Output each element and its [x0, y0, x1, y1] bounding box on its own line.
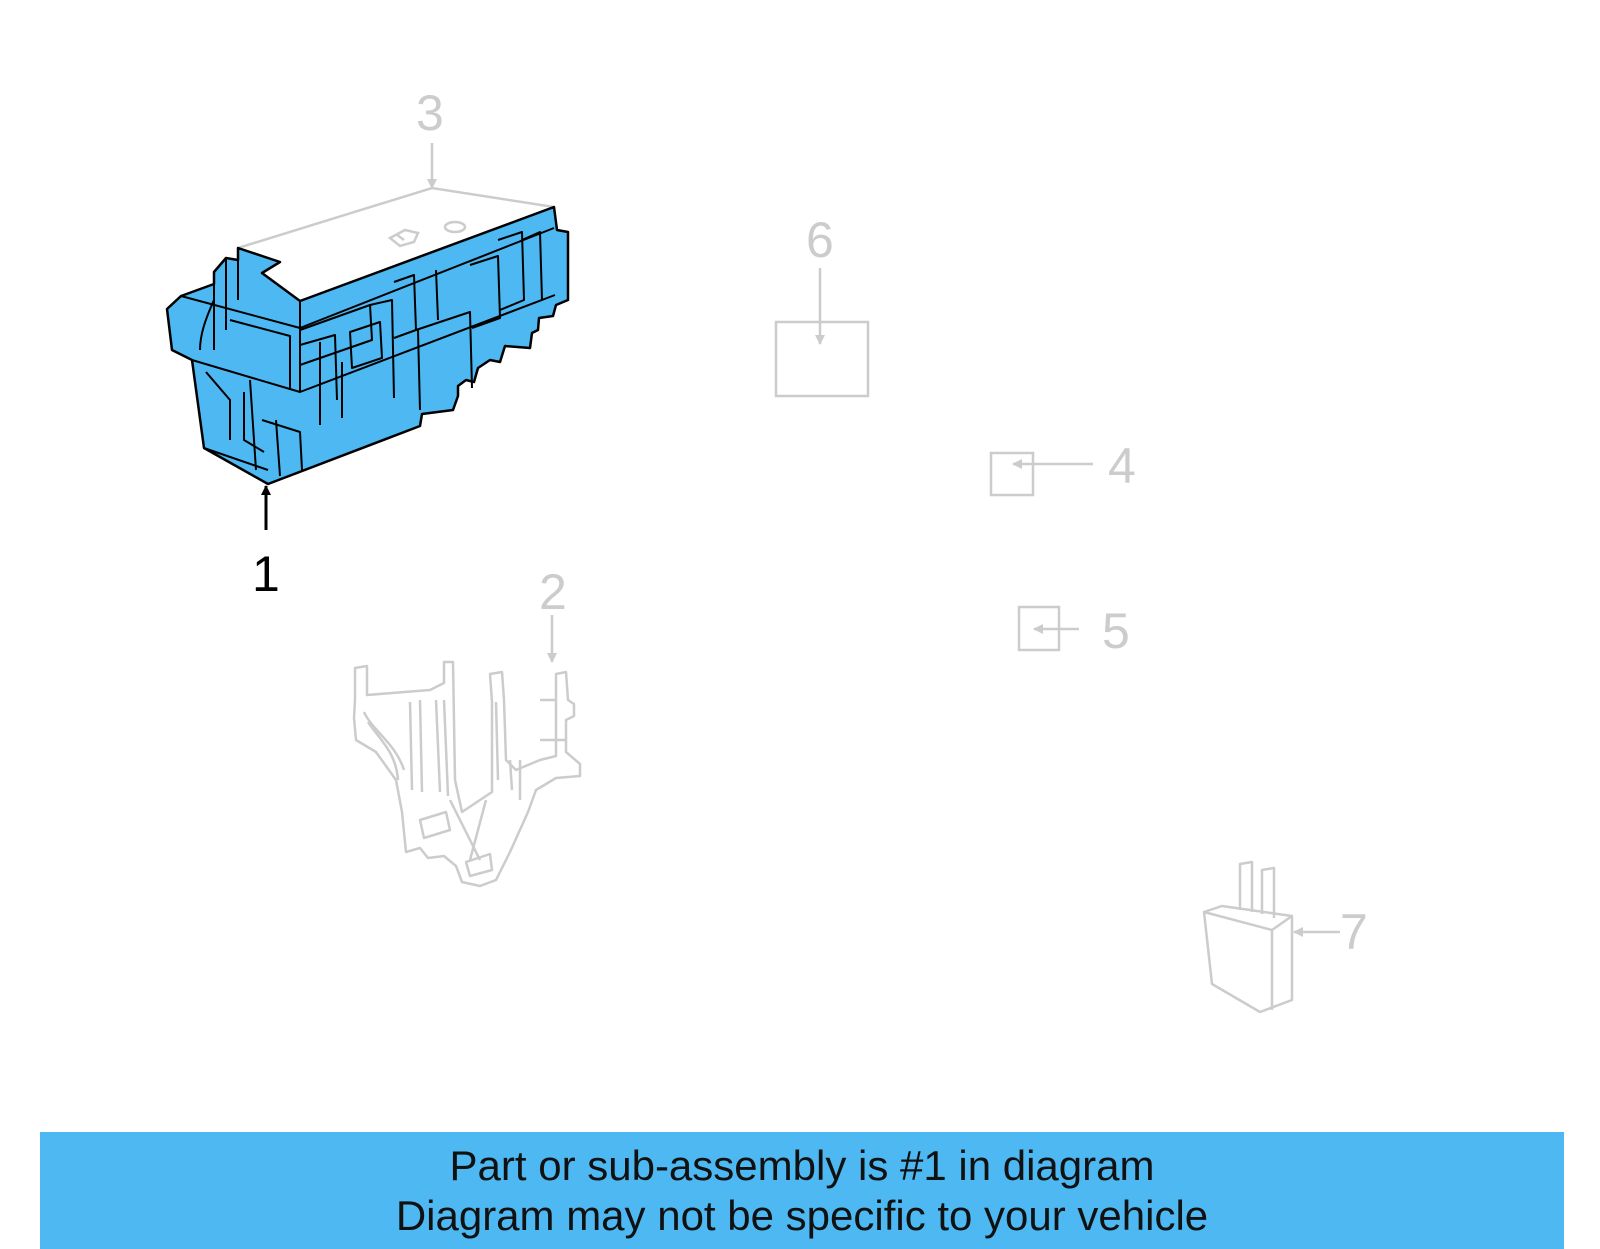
banner-line-2: Diagram may not be specific to your vehi… [395, 1191, 1209, 1239]
callout-1: 1 [252, 546, 280, 602]
part-7-relay [1202, 860, 1294, 1014]
part-1-fuse-box [165, 205, 570, 486]
callout-2: 2 [539, 564, 567, 620]
part-6-box [774, 320, 870, 398]
callout-7: 7 [1340, 904, 1368, 960]
callout-3: 3 [416, 85, 444, 141]
banner-line-1: Part or sub-assembly is #1 in diagram [449, 1141, 1155, 1189]
callout-4: 4 [1108, 438, 1136, 494]
info-banner-bg [40, 1132, 1564, 1249]
part-2-bracket [352, 660, 582, 888]
callout-5: 5 [1102, 603, 1130, 659]
part-4-box [989, 451, 1035, 497]
info-banner: Part or sub-assembly is #1 in diagram Di… [40, 1132, 1564, 1249]
callout-6: 6 [806, 212, 834, 268]
